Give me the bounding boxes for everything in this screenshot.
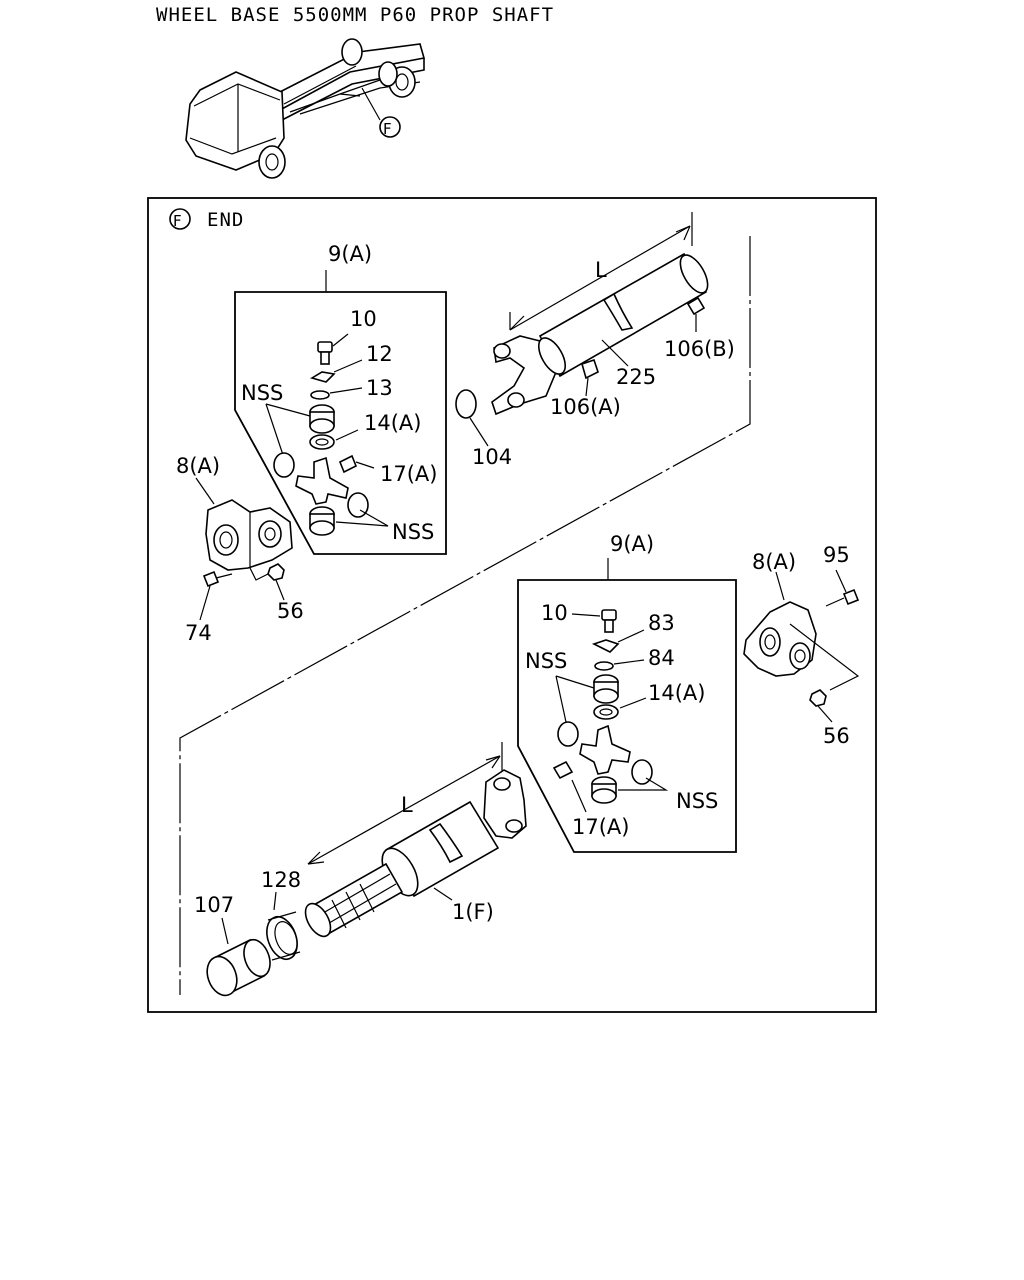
label-12: 12	[366, 342, 393, 366]
label-nss-lower-1: NSS	[525, 649, 567, 673]
lower-kit-box: 9(A)	[517, 532, 737, 853]
diagram-title: WHEEL BASE 5500MM P60 PROP SHAFT	[156, 4, 554, 26]
label-14a-upper: 14(A)	[364, 411, 421, 435]
label-nss-upper-1: NSS	[241, 381, 283, 405]
label-225: 225	[616, 365, 656, 389]
view-marker-circle	[379, 116, 401, 138]
label-10-upper: 10	[350, 307, 377, 331]
label-l-upper: L	[595, 258, 607, 282]
part-128-ring: 128	[261, 868, 301, 961]
label-9a-upper: 9(A)	[328, 242, 372, 266]
label-84: 84	[648, 646, 675, 670]
label-56-left: 56	[277, 599, 304, 623]
label-107: 107	[194, 893, 234, 917]
label-17a-lower: 17(A)	[572, 815, 629, 839]
detail-frame	[147, 197, 877, 1013]
lower-kit-parts: 10 83 84 NSS 14(A) 17(A) NSS	[525, 601, 718, 839]
label-1f: 1(F)	[452, 900, 494, 924]
label-95: 95	[823, 543, 850, 567]
part-104-oring: 104	[455, 389, 512, 469]
part-107-boot: 107	[194, 893, 271, 997]
section-label: END	[207, 209, 244, 231]
lower-shaft: L 1(F)	[304, 742, 527, 938]
label-83: 83	[648, 611, 675, 635]
left-flange: 8(A) 74 56	[176, 454, 304, 645]
label-104: 104	[472, 445, 512, 469]
view-marker-letter: F	[383, 120, 392, 138]
label-56-right: 56	[823, 724, 850, 748]
section-marker-letter: F	[173, 212, 182, 230]
upper-shaft: L 106(A) 106(B) 225	[491, 212, 735, 419]
label-17a-upper: 17(A)	[380, 462, 437, 486]
label-nss-upper-2: NSS	[392, 520, 434, 544]
truck-overview: F	[185, 38, 426, 179]
label-106a: 106(A)	[550, 395, 621, 419]
right-flange: 8(A) 95 56	[743, 543, 860, 748]
label-9a-lower: 9(A)	[610, 532, 654, 556]
upper-kit-parts: 10 12 13 14(A) NSS 17(A) N	[241, 307, 437, 544]
section-header: F END	[169, 208, 244, 231]
label-10-lower: 10	[541, 601, 568, 625]
label-8a-left: 8(A)	[176, 454, 220, 478]
label-74: 74	[185, 621, 212, 645]
label-l-lower: L	[401, 793, 413, 817]
label-8a-right: 8(A)	[752, 550, 796, 574]
upper-kit-box: 9(A)	[234, 242, 447, 555]
label-106b: 106(B)	[664, 337, 735, 361]
label-14a-lower: 14(A)	[648, 681, 705, 705]
label-128: 128	[261, 868, 301, 892]
label-nss-lower-2: NSS	[676, 789, 718, 813]
label-13: 13	[366, 376, 393, 400]
